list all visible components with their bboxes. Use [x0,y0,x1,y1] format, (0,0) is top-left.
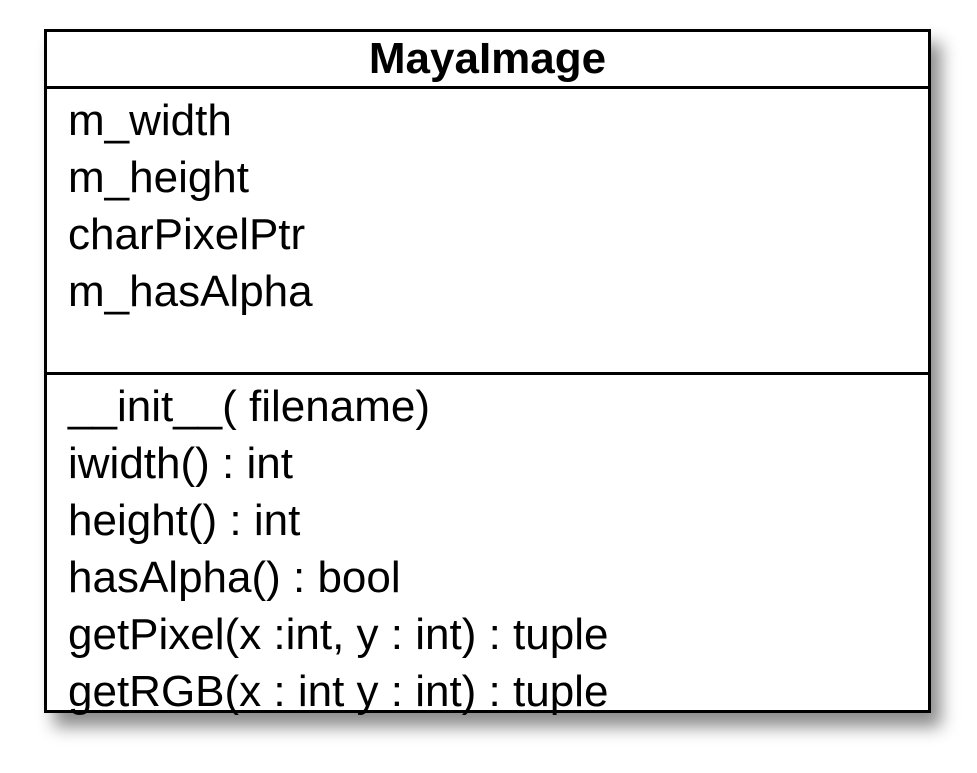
operation-iwidth: iwidth() : int [68,439,293,488]
operation-get-rgb: getRGB(x : int y : int) : tuple [68,667,609,716]
operations-compartment: __init__( filename) iwidth() : int heigh… [47,375,928,720]
attributes-compartment: m_width m_height charPixelPtr m_hasAlpha [47,89,928,375]
class-name: MayaImage [47,32,928,89]
operation-has-alpha: hasAlpha() : bool [68,553,401,602]
attribute-m-height: m_height [68,153,250,202]
operation-init: __init__( filename) [68,382,430,431]
attribute-m-width: m_width [68,96,232,145]
uml-class-box: MayaImage m_width m_height charPixelPtr … [44,29,931,716]
operation-height: height() : int [68,496,301,545]
attribute-m-has-alpha: m_hasAlpha [68,267,313,316]
operation-get-pixel: getPixel(x :int, y : int) : tuple [68,610,609,659]
attribute-char-pixel-ptr: charPixelPtr [68,210,306,259]
